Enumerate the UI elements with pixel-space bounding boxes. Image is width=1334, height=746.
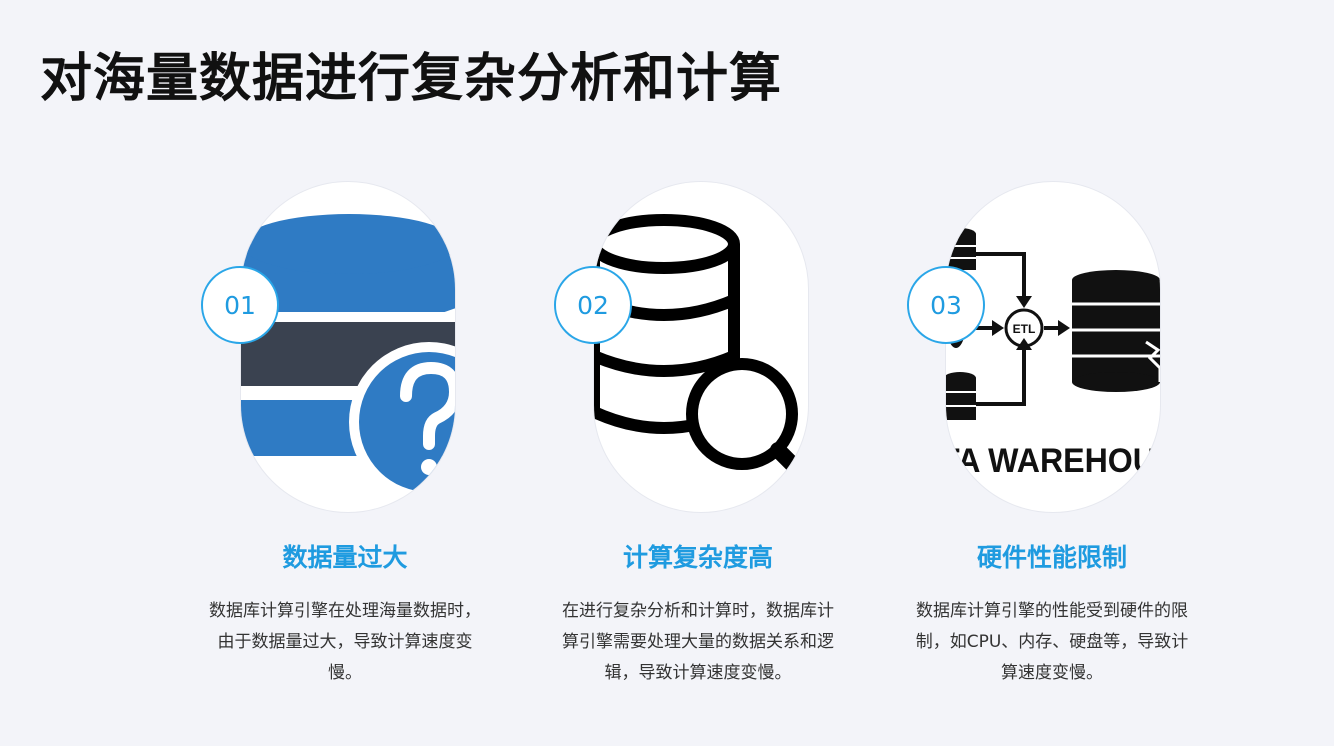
data-warehouse-etl-icon: ETL TA WAREHOU bbox=[946, 228, 1160, 480]
step-badge: 03 bbox=[907, 266, 985, 344]
step-badge: 02 bbox=[554, 266, 632, 344]
card-image-frame bbox=[240, 181, 456, 513]
card-title: 计算复杂度高 bbox=[622, 543, 773, 572]
etl-label: ETL bbox=[1013, 322, 1036, 336]
card-complexity: 02 计算复杂度高 在进行复杂分析和计算时，数据库计算引擎需要处理大量的数据关系… bbox=[518, 0, 878, 746]
step-badge: 01 bbox=[201, 266, 279, 344]
warehouse-caption: TA WAREHOU bbox=[946, 442, 1156, 480]
card-description: 数据库计算引擎的性能受到硬件的限制，如CPU、内存、硬盘等，导致计算速度变慢。 bbox=[915, 601, 1189, 683]
card-image-frame bbox=[593, 181, 809, 513]
database-search-icon bbox=[594, 214, 808, 490]
card-image-frame: ETL TA WAREHOU bbox=[945, 181, 1161, 513]
card-data-volume: 01 数据量过大 数据库计算引擎在处理海量数据时，由于数据量过大，导致计算速度变… bbox=[165, 0, 525, 746]
card-description: 数据库计算引擎在处理海量数据时，由于数据量过大，导致计算速度变慢。 bbox=[209, 601, 481, 683]
card-hardware: ETL TA WAREHOU 03 硬件性能限制 数据库计算引擎的性能受到硬件的… bbox=[872, 0, 1232, 746]
card-description: 在进行复杂分析和计算时，数据库计算引擎需要处理大量的数据关系和逻辑，导致计算速度… bbox=[562, 601, 834, 683]
card-title: 硬件性能限制 bbox=[976, 543, 1127, 572]
card-title: 数据量过大 bbox=[282, 543, 408, 572]
page-title: 对海量数据进行复杂分析和计算 bbox=[40, 49, 783, 109]
database-question-icon bbox=[241, 214, 455, 502]
